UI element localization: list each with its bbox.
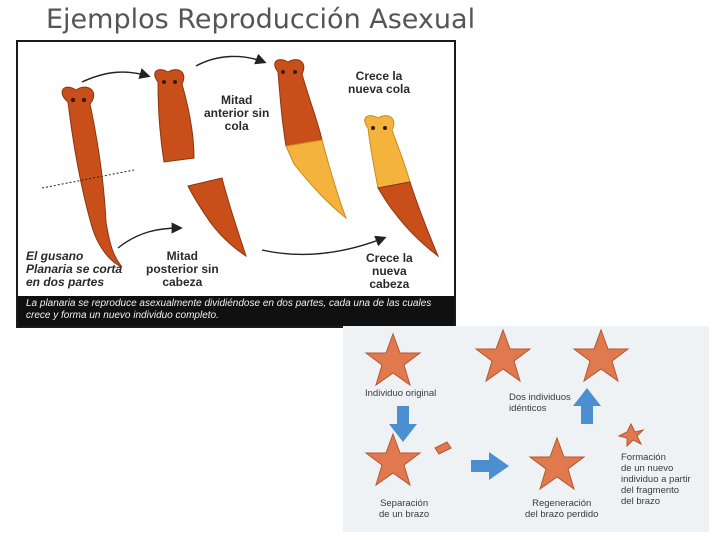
planaria-anterior-half	[154, 69, 195, 163]
label-crece-cola: Crece la nueva cola	[348, 69, 411, 96]
planaria-eye	[293, 70, 297, 74]
planaria-new-tail-worm	[274, 59, 323, 147]
starfish-original	[365, 333, 421, 386]
planaria-original-body	[61, 86, 123, 268]
starfish-new-individual	[617, 422, 645, 448]
arrow	[261, 235, 387, 256]
starfish-identical-2	[573, 329, 629, 382]
up-arrow	[573, 388, 601, 424]
slide-title: Ejemplos Reproducción Asexual	[46, 4, 476, 35]
planaria-eye	[371, 126, 375, 130]
planaria-eye	[383, 126, 387, 130]
caption-bar: La planaria se reproduce asexualmente di…	[18, 296, 454, 326]
label-gusano: El gusano Planaria se corta en dos parte…	[26, 249, 123, 289]
label-regeneracion: Regeneración del brazo perdido	[525, 498, 599, 520]
arrow	[81, 68, 151, 83]
starfish-regenerating	[529, 437, 585, 490]
starfish-diagram: Individuo original Separación de un braz…	[343, 326, 709, 532]
planaria-illustration	[41, 53, 440, 268]
label-crece-cabeza: Crece la nueva cabeza	[366, 251, 413, 291]
label-formacion: Formación de un nuevo individuo a partir…	[621, 452, 691, 507]
new-head-tissue	[364, 115, 411, 189]
down-arrow	[389, 406, 417, 442]
planaria-eye	[281, 70, 285, 74]
planaria-diagram: Mitad anterior sin cola Crece la nueva c…	[16, 40, 456, 328]
planaria-eye	[70, 97, 76, 103]
planaria-posterior-half	[187, 177, 247, 258]
label-mitad-posterior: Mitad posterior sin cabeza	[146, 249, 219, 289]
right-arrow	[471, 452, 509, 480]
arrow	[117, 222, 183, 249]
label-individuo-original: Individuo original	[365, 388, 437, 399]
new-tail-tissue	[285, 139, 348, 220]
planaria-eye	[173, 80, 177, 84]
starfish-separated	[365, 433, 421, 486]
starfish-illustration	[365, 329, 645, 490]
label-dos-individuos: Dos individuos idénticos	[509, 392, 571, 414]
arrow	[195, 53, 267, 67]
planaria-eye	[162, 80, 166, 84]
planaria-caption: La planaria se reproduce asexualmente di…	[26, 298, 432, 321]
planaria-new-head-worm	[377, 181, 440, 258]
label-mitad-anterior: Mitad anterior sin cola	[204, 93, 270, 133]
label-separacion: Separación de un brazo	[379, 498, 430, 520]
starfish-identical-1	[475, 329, 531, 382]
starfish-separated-arm	[434, 441, 452, 455]
planaria-eye	[81, 97, 87, 103]
